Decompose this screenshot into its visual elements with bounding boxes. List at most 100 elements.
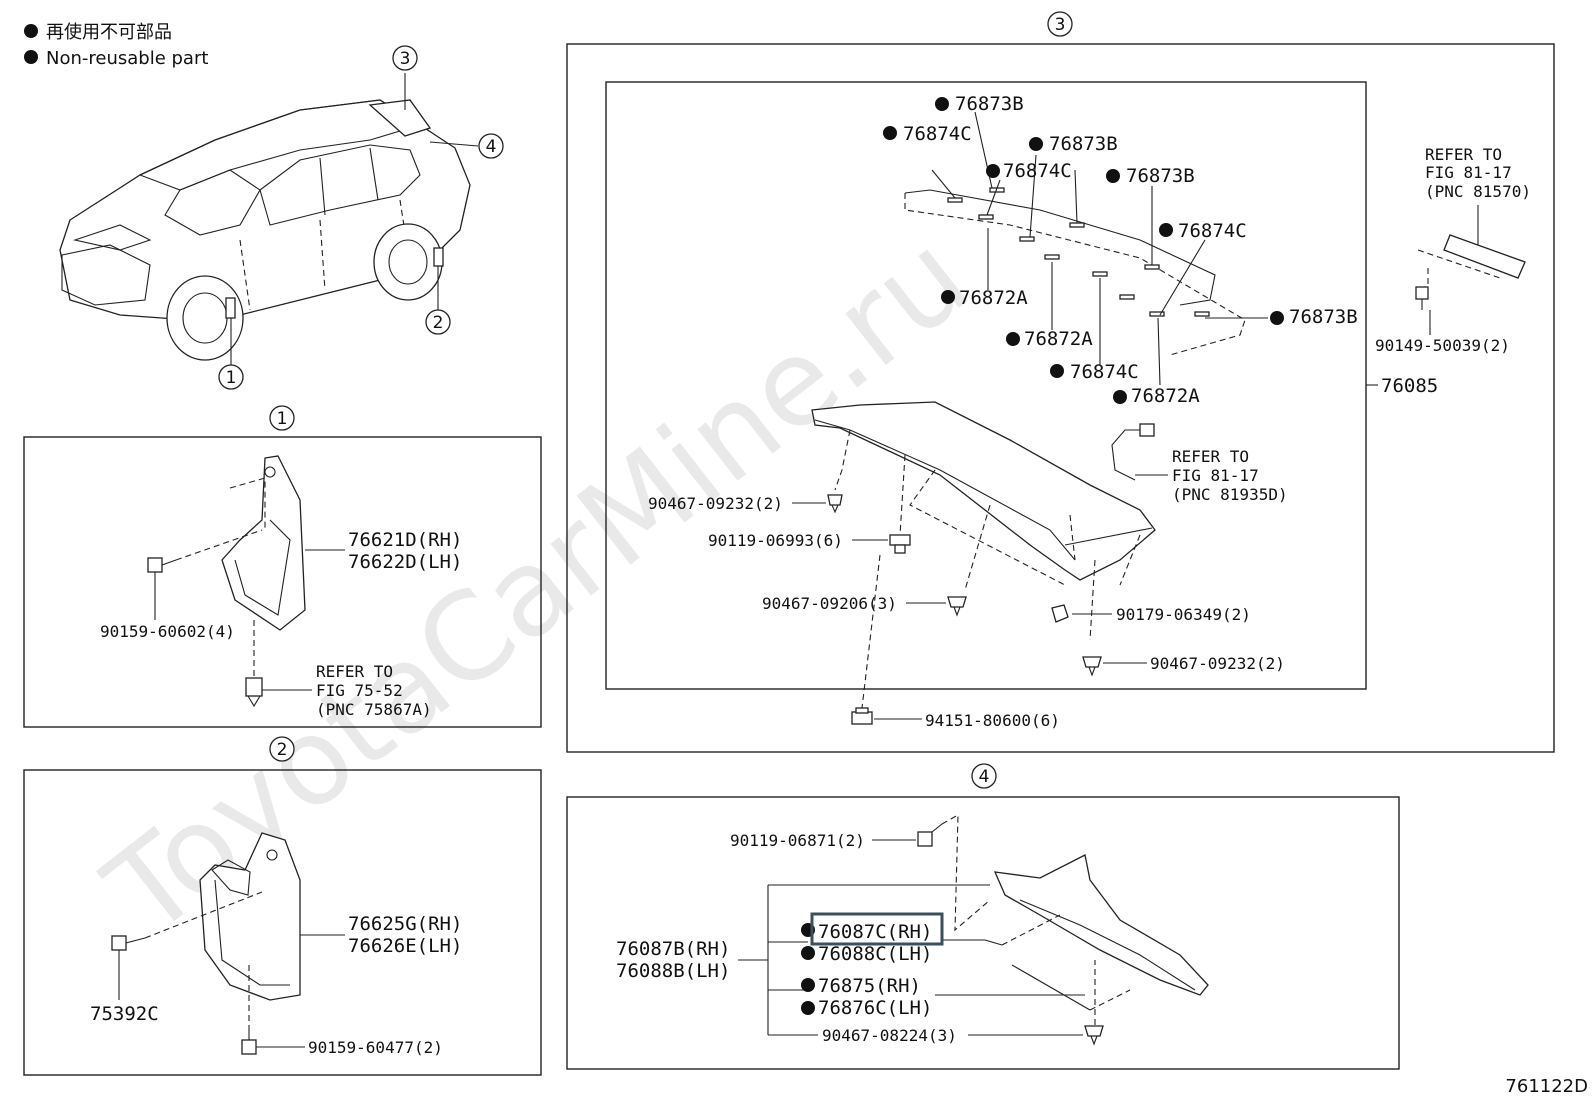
sec4-bolt-label[interactable]: 90119-06871(2) [730,831,865,850]
sec3-label-c2[interactable]: 76874C [986,160,1072,182]
side-spoiler-seal-1 [984,939,1003,946]
spoiler-body-dashes [834,429,1141,641]
sec3-c1-text: 76874C [903,123,972,145]
mudguard-rear-hole [266,849,278,861]
vehicle-roof-spoiler [368,99,432,137]
section-4-callout[interactable]: 4 [971,763,997,789]
section-1-frame [23,436,542,728]
sec3-ref-top-line1[interactable]: REFER TO [1425,145,1502,164]
side-spoiler-edge [1019,899,1196,991]
sec3-connector [1139,423,1155,437]
sec3-label-b2[interactable]: 76873B [1029,133,1118,155]
sec4-label-s2[interactable]: 76088C(LH) [801,943,932,965]
spoiler-body-edge [814,419,1153,561]
section-1-callout[interactable]: 1 [269,405,295,431]
sec1-part-rh-label[interactable]: 76621D(RH) [348,529,462,551]
mudguard-front-hole [264,466,276,478]
sec3-ref-mid-line2[interactable]: FIG 81-17 [1172,466,1259,485]
section-2-callout[interactable]: 2 [269,736,295,762]
sec3-ref-top-line3[interactable]: (PNC 81570) [1425,182,1531,201]
section-3-outer-frame [566,43,1555,753]
sec1-ref-line2[interactable]: FIG 75-52 [316,681,403,700]
sec1-ref-line1[interactable]: REFER TO [316,662,393,681]
sec2-bolt-label[interactable]: 90159-60477(2) [308,1038,443,1057]
sec1-bolt-label[interactable]: 90159-60602(4) [100,622,235,641]
sec3-grommet-label[interactable]: 90119-06993(6) [708,531,843,550]
sec1-ref-line3[interactable]: (PNC 75867A) [316,700,432,719]
section-4-number: 4 [979,767,990,787]
sec4-label-s4[interactable]: 76876C(LH) [801,997,932,1019]
vehicle-windshield [164,169,261,236]
sec3-b1-text: 76873B [955,93,1024,115]
section-3: 3 [566,11,1555,753]
sec2-screw-icon [111,935,146,951]
section-3-callout[interactable]: 3 [1047,11,1073,37]
sec2-part-lh-label[interactable]: 76626E(LH) [348,935,462,957]
sec4-assy-rh-label[interactable]: 76087B(RH) [616,938,730,960]
sec4-s1-text: 76087C(RH) [818,921,932,943]
sec3-ref-mid-line3[interactable]: (PNC 81935D) [1172,485,1288,504]
sec3-clip1-label[interactable]: 90467-09232(2) [648,494,783,513]
sec3-nut2-label[interactable]: 94151-80600(6) [925,711,1060,730]
vehicle-rear-wheel [373,223,443,301]
sec3-clip2-icon [947,596,967,617]
section-2: 2 76625G(RH) 76626E(LH) 75392C 90159-604… [23,736,542,1076]
sec3-label-c3[interactable]: 76874C [1159,220,1247,242]
sec4-s4-text: 76876C(LH) [818,997,932,1019]
legend-item-jp: 再使用不可部品 [46,22,172,43]
legend-bullet-en [24,50,38,64]
vehicle-front-wheel [166,275,244,361]
sec3-bracket-part [1443,234,1526,279]
leader-vehicle-4 [429,141,479,147]
sec4-label-s1[interactable]: 76087C(RH) [801,921,932,943]
sec3-ref-mid-line1[interactable]: REFER TO [1172,447,1249,466]
sec3-nut-label[interactable]: 90179-06349(2) [1116,605,1251,624]
sec3-label-b3[interactable]: 76873B [1106,165,1195,187]
sec3-clip3-label[interactable]: 90467-09232(2) [1150,654,1285,673]
sec3-nut2-icon [851,707,873,725]
side-spoiler-seal-2 [1011,964,1091,1011]
sec3-label-a2[interactable]: 76872A [1006,328,1093,350]
sec3-bolt-r-label[interactable]: 90149-50039(2) [1375,336,1510,355]
sec3-assy-label[interactable]: 76085 [1381,375,1438,397]
sec4-s2-text: 76088C(LH) [818,943,932,965]
sec2-part-rh-label[interactable]: 76625G(RH) [348,913,462,935]
section-2-number: 2 [277,740,288,760]
sec3-label-a3[interactable]: 76872A [1113,385,1200,407]
sec2-bolt-icon [241,1028,257,1055]
sec2-screw-label[interactable]: 75392C [90,1003,159,1025]
sec4-label-bracket [738,884,990,1036]
dash-sec3-bracket [1417,249,1501,288]
sec4-assy-lh-label[interactable]: 76088B(LH) [616,960,730,982]
spoiler-seal-strip-dash [904,193,1246,356]
sec3-label-c4[interactable]: 76874C [1050,361,1139,383]
sec3-b4-text: 76873B [1289,306,1358,328]
callout-vehicle-2-text: 2 [433,313,444,333]
sec3-label-b4[interactable]: 76873B [1270,306,1358,328]
section-4-frame [566,796,1400,1070]
sec3-label-b1[interactable]: 76873B [935,93,1024,115]
callout-vehicle-1[interactable]: 1 [218,364,244,390]
mudguard-rear-inner [214,879,290,986]
sec3-c3-text: 76874C [1178,220,1247,242]
callout-vehicle-3[interactable]: 3 [392,45,418,71]
vehicle-grille [61,244,151,306]
section-3-number: 3 [1055,15,1066,35]
figure-code: 761122D [1505,1076,1588,1097]
sec3-ref-top-line2[interactable]: FIG 81-17 [1425,163,1512,182]
sec3-a3-text: 76872A [1131,385,1200,407]
sec3-nut-icon [1051,604,1069,623]
callout-vehicle-4-text: 4 [486,137,497,157]
sec1-part-lh-label[interactable]: 76622D(LH) [348,551,462,573]
sec4-clip-label[interactable]: 90467-08224(3) [822,1026,957,1045]
callout-vehicle-2[interactable]: 2 [425,309,451,335]
sec3-label-c1[interactable]: 76874C [883,123,972,145]
sec3-clip2-label[interactable]: 90467-09206(3) [762,594,897,613]
callout-vehicle-4[interactable]: 4 [478,133,504,159]
spoiler-body [811,401,1156,581]
sec3-wire-harness [1111,429,1150,481]
sec4-label-s3[interactable]: 76875(RH) [801,975,921,997]
legend-item-en: Non-reusable part [46,48,208,69]
sec3-label-a1[interactable]: 76872A [941,287,1028,309]
